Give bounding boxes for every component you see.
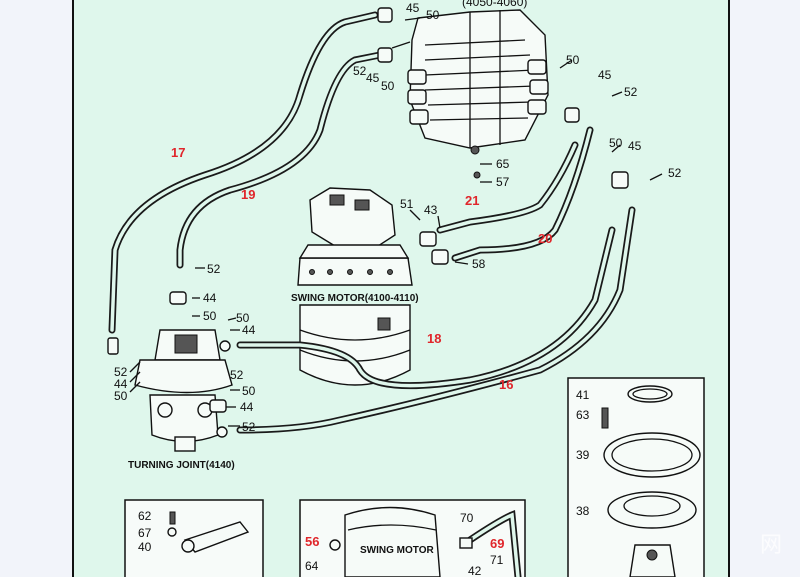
callout-52-tj: 52: [230, 368, 244, 382]
callout-44-bl: 44: [114, 377, 128, 391]
callout-51: 51: [400, 197, 414, 211]
callout-50-bl: 50: [114, 389, 128, 403]
turning-joint-caption: TURNING JOINT(4140): [128, 460, 235, 471]
callout-65: 65: [496, 157, 510, 171]
hose-number-17: 17: [171, 145, 185, 160]
callout-44-left: 44: [203, 291, 217, 305]
callout-45-mid: 45: [628, 139, 642, 153]
callout-45-top: 45: [406, 1, 420, 15]
inset-right: [567, 377, 705, 577]
swing-motor: [297, 187, 413, 386]
hose-lines: [108, 11, 636, 434]
callout-44-tj: 44: [242, 323, 256, 337]
main-control-valve: [407, 9, 549, 155]
hose-number-18: 18: [427, 331, 441, 346]
inset-right-38: 38: [576, 504, 590, 518]
callout-44-tj2: 44: [240, 400, 254, 414]
inset-left: [124, 499, 264, 577]
inset-right-63: 63: [576, 408, 590, 422]
hose-number-20: 20: [538, 231, 552, 246]
inset-middle-56: 56: [305, 534, 319, 549]
turning-joint: [134, 329, 233, 452]
callout-45-right: 45: [598, 68, 612, 82]
inset-middle-69: 69: [490, 536, 504, 551]
inset-left-62: 62: [138, 509, 152, 523]
inset-right-39: 39: [576, 448, 590, 462]
callout-50-tj: 50: [236, 311, 250, 325]
callout-50-left: 50: [203, 309, 217, 323]
inset-left-67: 67: [138, 526, 152, 540]
inset-middle-70: 70: [460, 511, 474, 525]
valve-code-label: (4050-4060): [462, 0, 527, 9]
leader-lines: [129, 17, 663, 427]
callout-50-mid: 50: [609, 136, 623, 150]
callout-52-mid: 52: [668, 166, 682, 180]
hose-number-16: 16: [499, 377, 513, 392]
callout-57: 57: [496, 175, 510, 189]
callout-58: 58: [472, 257, 486, 271]
inset-middle-caption: SWING MOTOR: [360, 545, 434, 556]
callout-45-top-b: 45: [366, 71, 380, 85]
inset-middle-71: 71: [490, 553, 504, 567]
callout-50-top-b: 50: [381, 79, 395, 93]
watermark: 网: [760, 533, 782, 558]
callout-50-right: 50: [566, 53, 580, 67]
inset-left-40: 40: [138, 540, 152, 554]
inset-middle: [299, 499, 526, 577]
callout-50-tj2: 50: [242, 384, 256, 398]
callout-52-tj2: 52: [242, 420, 256, 434]
callout-52-bl: 52: [114, 365, 128, 379]
callout-52-left: 52: [207, 262, 221, 276]
callout-52-top: 52: [353, 64, 367, 78]
swing-motor-caption: SWING MOTOR(4100-4110): [291, 293, 419, 304]
inset-middle-42: 42: [468, 564, 482, 577]
callout-50-top: 50: [426, 8, 440, 22]
hose-number-19: 19: [241, 187, 255, 202]
inset-right-41: 41: [576, 388, 590, 402]
fittings: [107, 7, 629, 438]
callout-43: 43: [424, 203, 438, 217]
callout-52-right: 52: [624, 85, 638, 99]
hose-number-21: 21: [465, 193, 479, 208]
inset-middle-64: 64: [305, 559, 319, 573]
